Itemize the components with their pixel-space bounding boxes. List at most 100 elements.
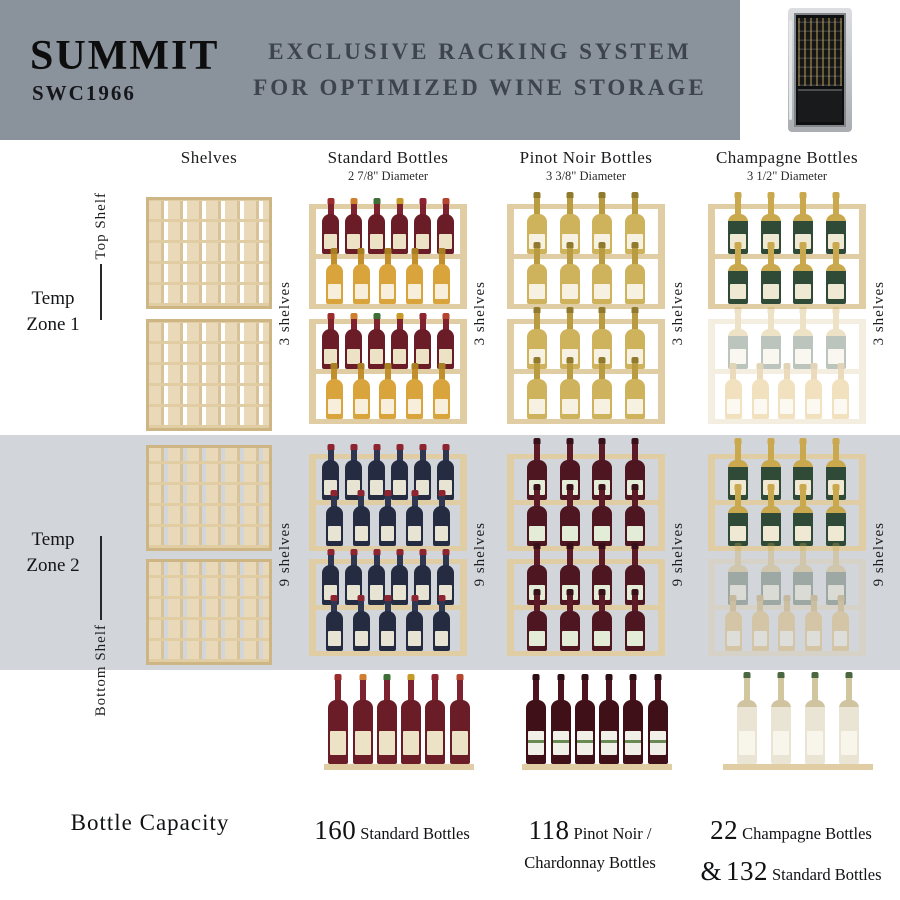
zone2-standard-cell: 9 shelves bbox=[300, 435, 498, 670]
wine-bottle bbox=[760, 306, 781, 369]
rack-zone2-standard-1 bbox=[309, 443, 467, 551]
bottle-row bbox=[514, 483, 658, 551]
wine-bottle bbox=[771, 672, 791, 764]
wine-bottle bbox=[368, 197, 385, 254]
bottle-row bbox=[715, 483, 859, 551]
wine-bottle bbox=[793, 483, 814, 546]
wine-bottle bbox=[793, 542, 814, 605]
wine-bottle bbox=[647, 672, 668, 764]
bottle-row bbox=[316, 197, 460, 259]
header: SUMMIT SWC1966 EXCLUSIVE RACKING SYSTEM … bbox=[0, 0, 900, 140]
wine-bottle bbox=[352, 594, 370, 651]
shelf-count-label: 3 shelves bbox=[670, 281, 686, 346]
wine-bottle bbox=[322, 197, 339, 254]
wine-bottle bbox=[352, 247, 370, 304]
zone2-shelves-cell: 9 shelves bbox=[140, 435, 300, 670]
wine-bottle bbox=[414, 312, 431, 369]
wine-bottle bbox=[778, 362, 796, 419]
wine-bottle bbox=[391, 548, 408, 605]
zone1-shelves-cell: 3 shelves bbox=[140, 188, 300, 435]
wine-bottle bbox=[592, 306, 613, 369]
wine-bottle bbox=[325, 247, 343, 304]
wine-bottle bbox=[391, 312, 408, 369]
wine-bottle bbox=[805, 672, 825, 764]
wine-bottle bbox=[379, 489, 397, 546]
rack-zone2-pinot-2 bbox=[507, 542, 665, 656]
wine-bottle bbox=[352, 489, 370, 546]
bottle-row bbox=[514, 191, 658, 259]
wine-bottle bbox=[414, 197, 431, 254]
bottle-row bbox=[715, 306, 859, 374]
capacity-pinot: 118 Pinot Noir / Chardonnay Bottles bbox=[524, 815, 656, 872]
wine-bottle bbox=[832, 594, 850, 651]
wine-bottle bbox=[826, 437, 847, 500]
wine-bottle bbox=[625, 356, 646, 419]
bottom-champagne-cell bbox=[696, 670, 900, 780]
wine-bottle bbox=[625, 191, 646, 254]
bottle-row bbox=[514, 241, 658, 309]
wine-bottle bbox=[793, 191, 814, 254]
wine-bottle bbox=[406, 594, 424, 651]
page-title-line2: FOR OPTIMIZED WINE STORAGE bbox=[253, 75, 707, 100]
bottle-row bbox=[514, 306, 658, 374]
capacity-champagne: 22 Champagne Bottles & 132 Standard Bott… bbox=[700, 815, 882, 886]
wine-bottle bbox=[805, 362, 823, 419]
wine-bottle bbox=[805, 594, 823, 651]
column-header-standard: Standard Bottles 2 7/8" Diameter bbox=[327, 148, 449, 183]
wine-bottle bbox=[526, 483, 547, 546]
bottle-row bbox=[715, 191, 859, 259]
wine-bottle bbox=[592, 241, 613, 304]
wine-bottle bbox=[526, 356, 547, 419]
wine-bottle bbox=[379, 362, 397, 419]
fridge-lower-zone bbox=[798, 89, 842, 122]
pointer-line bbox=[100, 536, 102, 620]
model-number: SWC1966 bbox=[32, 80, 136, 105]
bottle-row bbox=[715, 362, 859, 424]
fridge-door bbox=[794, 13, 846, 127]
wine-bottle bbox=[550, 672, 571, 764]
wine-bottle bbox=[559, 241, 580, 304]
wine-bottle bbox=[526, 306, 547, 369]
wine-bottle bbox=[727, 542, 748, 605]
top-shelf-pointer: Top Shelf bbox=[88, 192, 114, 320]
bottle-row bbox=[715, 542, 859, 610]
wine-bottle bbox=[832, 362, 850, 419]
wine-bottle bbox=[376, 672, 397, 764]
rack-zone2-champagne-2 bbox=[708, 542, 866, 656]
wine-bottle bbox=[325, 362, 343, 419]
shelf-count-label: 3 shelves bbox=[871, 281, 887, 346]
bottle-row bbox=[514, 542, 658, 610]
wine-bottle bbox=[839, 672, 859, 764]
wine-bottle bbox=[625, 588, 646, 651]
wine-bottle bbox=[352, 672, 373, 764]
bottle-row bbox=[715, 594, 859, 656]
wine-bottle bbox=[433, 594, 451, 651]
bottle-row bbox=[316, 489, 460, 551]
header-band: SUMMIT SWC1966 EXCLUSIVE RACKING SYSTEM … bbox=[0, 0, 740, 140]
page-title-line1: EXCLUSIVE RACKING SYSTEM bbox=[268, 39, 692, 65]
shelf-count-label: 9 shelves bbox=[472, 522, 488, 587]
bottle-capacity-title: Bottle Capacity bbox=[70, 810, 230, 835]
wine-bottle bbox=[345, 197, 362, 254]
bottle-row bbox=[514, 588, 658, 656]
wine-bottle bbox=[526, 672, 547, 764]
wine-bottle bbox=[559, 191, 580, 254]
wine-bottle bbox=[433, 247, 451, 304]
fridge-shelves bbox=[798, 18, 842, 87]
wine-bottle bbox=[559, 356, 580, 419]
bottle-row bbox=[723, 672, 873, 770]
wine-bottle bbox=[425, 672, 446, 764]
rack-zone1-standard-2 bbox=[309, 312, 467, 424]
rack-zone1-pinot-2 bbox=[507, 306, 665, 424]
rack-bottom-standard bbox=[324, 674, 474, 770]
wine-bottle bbox=[352, 362, 370, 419]
wooden-shelf bbox=[146, 318, 272, 431]
wine-bottle bbox=[437, 312, 454, 369]
shelf-count-label: 3 shelves bbox=[472, 281, 488, 346]
wine-bottle bbox=[379, 594, 397, 651]
bottle-row bbox=[715, 241, 859, 309]
wine-bottle bbox=[559, 588, 580, 651]
wine-bottle bbox=[826, 191, 847, 254]
bottom-standard-cell bbox=[300, 670, 498, 780]
wine-bottle bbox=[625, 483, 646, 546]
